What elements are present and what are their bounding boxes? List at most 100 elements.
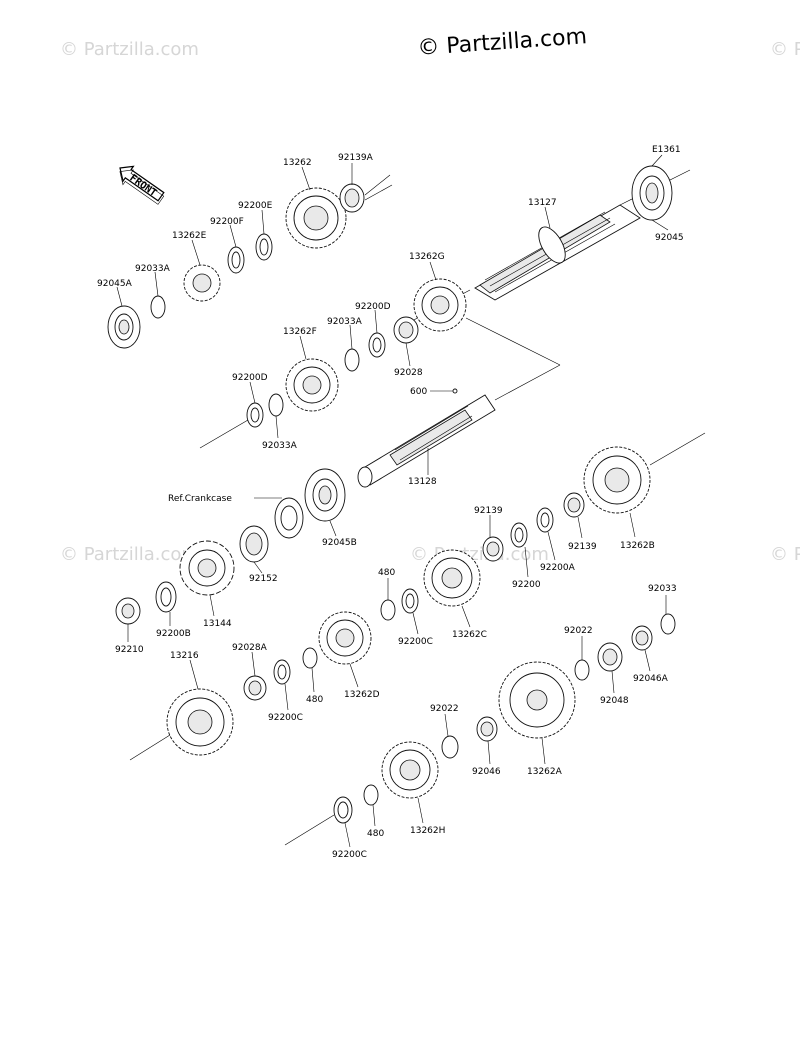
needle-bearing-92046	[476, 716, 498, 742]
washer-92200E	[255, 233, 273, 261]
washer-92200C-a	[401, 588, 419, 614]
gear-13262G	[413, 278, 467, 332]
axis-line	[364, 184, 393, 201]
gear-13262B	[583, 446, 651, 514]
label-13128: 13128	[408, 477, 437, 487]
collar-92048	[597, 642, 623, 672]
washer-92022-a	[574, 659, 590, 681]
label-13144: 13144	[203, 619, 232, 629]
label-92200C-b: 92200C	[268, 713, 303, 723]
needle-bearing-92139A	[339, 183, 365, 213]
leader-lines	[116, 154, 669, 848]
circlip-480-c	[363, 784, 379, 806]
front-arrow-icon: FRONT	[119, 165, 165, 205]
washer-92200	[510, 522, 528, 548]
label-92139A: 92139A	[338, 153, 374, 163]
label-13262: 13262	[283, 158, 312, 168]
shaft-13127	[474, 204, 641, 301]
label-13127: 13127	[528, 198, 557, 208]
label-13262D: 13262D	[344, 690, 380, 700]
watermark-faint-mid-left: © Partzilla.com	[60, 544, 199, 565]
circlip-92033A-bot	[268, 393, 284, 417]
label-92200D-top: 92200D	[355, 302, 391, 312]
label-480-c: 480	[367, 829, 384, 839]
nut-92210	[115, 597, 141, 625]
label-92028A: 92028A	[232, 643, 268, 653]
label-92200D-left: 92200D	[232, 373, 268, 383]
axis-line	[465, 317, 561, 366]
axis-line	[364, 174, 391, 196]
watermark-faint-mid-right: © Partzilla.com	[770, 544, 800, 565]
circlip-92033	[660, 613, 676, 635]
bearing-92045B	[304, 468, 346, 522]
bearing-92045	[631, 165, 673, 221]
label-92139-b: 92139	[568, 542, 597, 552]
label-92200B: 92200B	[156, 629, 191, 639]
circlip-480-a	[380, 599, 396, 621]
oil-seal	[274, 497, 304, 539]
gear-13262F	[285, 358, 339, 412]
label-92045: 92045	[655, 233, 684, 243]
label-92200F: 92200F	[210, 217, 244, 227]
label-92048: 92048	[600, 696, 629, 706]
label-92200E: 92200E	[238, 201, 273, 211]
label-480-b: 480	[306, 695, 323, 705]
gear-13262E	[183, 264, 221, 302]
gear-13262D	[318, 611, 372, 665]
label-600: 600	[410, 387, 427, 397]
circlip-92033A-mid	[344, 348, 360, 372]
label-92200C-c: 92200C	[332, 850, 367, 860]
axis-line	[649, 432, 706, 466]
washer-92200B	[155, 581, 177, 613]
sprocket-13144	[179, 540, 235, 596]
bearing-92045A	[107, 305, 141, 349]
needle-bearing-92139-b	[563, 492, 585, 518]
label-480-a: 480	[378, 568, 395, 578]
gear-13262H	[381, 741, 439, 799]
gear-13262C	[423, 549, 481, 607]
shaft-13128	[357, 394, 496, 488]
gear-13262A	[498, 661, 576, 739]
label-13262A: 13262A	[527, 767, 563, 777]
label-13262E: 13262E	[172, 231, 207, 241]
label-92200: 92200	[512, 580, 541, 590]
circlip-480-b	[302, 647, 318, 669]
washer-92200F	[227, 246, 245, 274]
label-92046: 92046	[472, 767, 501, 777]
axis-line	[284, 814, 335, 846]
label-13262H: 13262H	[410, 826, 445, 836]
washer-92200C-b	[273, 659, 291, 685]
washer-92200D-left	[246, 402, 264, 428]
gear-13216	[166, 688, 234, 756]
label-92028: 92028	[394, 368, 423, 378]
label-92045B: 92045B	[322, 538, 357, 548]
label-92200A: 92200A	[540, 563, 576, 573]
label-92033A-mid: 92033A	[327, 317, 363, 327]
watermark-main: © Partzilla.com	[417, 24, 588, 61]
label-92033A-top: 92033A	[135, 264, 171, 274]
label-13262G: 13262G	[409, 252, 445, 262]
bushing-92028A	[243, 675, 267, 701]
label-92200C-a: 92200C	[398, 637, 433, 647]
washer-92200A	[536, 507, 554, 533]
label-13262B: 13262B	[620, 541, 655, 551]
washer-92200C-c	[333, 796, 353, 824]
axis-line	[494, 364, 561, 401]
washer-92200D-top	[368, 332, 386, 358]
watermark-faint-top-left: © Partzilla.com	[60, 39, 199, 60]
axis-line	[199, 419, 249, 449]
gear-13262	[285, 187, 347, 249]
washer-92022-b	[441, 735, 459, 759]
bushing-92028	[393, 316, 419, 344]
needle-bearing-92139-a	[482, 536, 504, 562]
needle-bearing-92046A	[631, 625, 653, 651]
label-92046A: 92046A	[633, 674, 669, 684]
label-13216: 13216	[170, 651, 199, 661]
collar-92152	[239, 525, 269, 563]
label-92033A-bot: 92033A	[262, 441, 298, 451]
label-92152: 92152	[249, 574, 278, 584]
label-92022-a: 92022	[564, 626, 593, 636]
label-92210: 92210	[115, 645, 144, 655]
